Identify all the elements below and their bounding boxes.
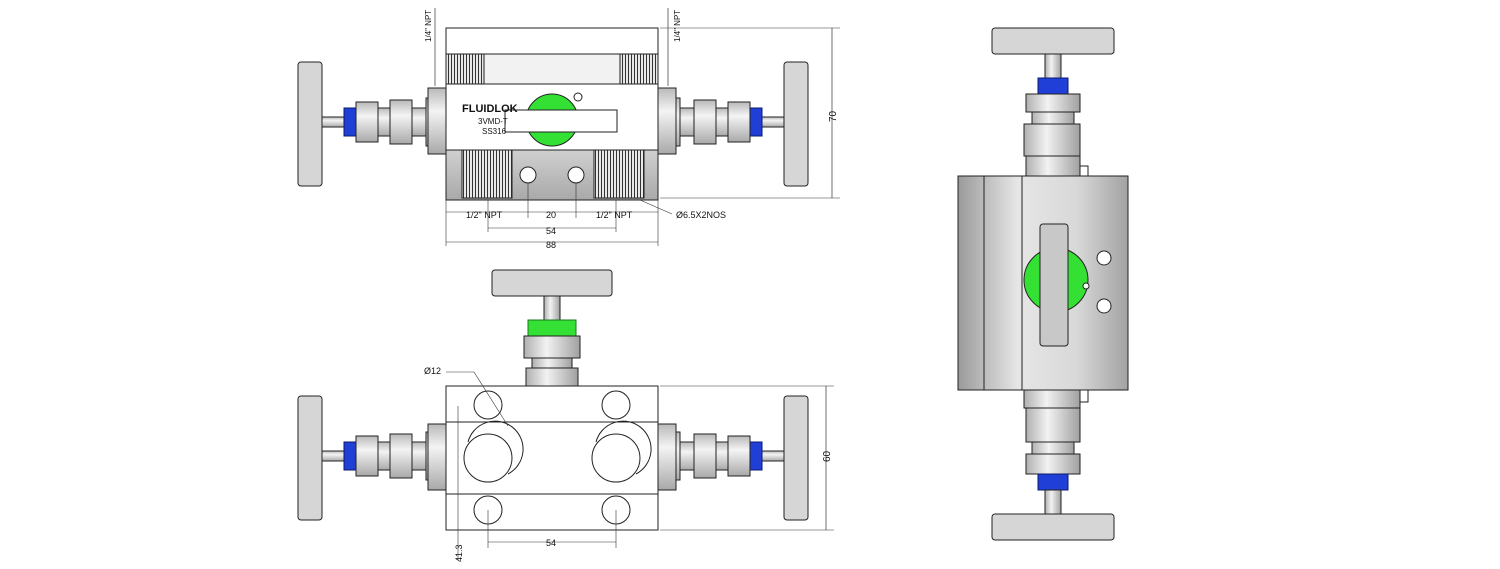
top-handwheel-icon xyxy=(491,269,613,297)
top-view: Ø12 60 54 41.3 xyxy=(297,269,834,562)
dim-top-port-right: 1/4" NPT xyxy=(673,10,682,42)
right-handwheel-icon xyxy=(659,61,809,187)
side-bottom-handwheel-icon xyxy=(991,513,1115,541)
center-handle-bar xyxy=(504,109,618,133)
side-view xyxy=(957,27,1129,541)
side-top-handwheel-icon xyxy=(991,27,1115,55)
brand-label: FLUIDLOK xyxy=(462,103,518,115)
model-label: 3VMD-T xyxy=(478,117,508,126)
left-handwheel-top-view-icon xyxy=(297,395,447,521)
dim-offset: 41.3 xyxy=(454,544,464,562)
dim-bottom-port-left: 1/2" NPT xyxy=(466,210,503,220)
top-valve-green xyxy=(527,319,577,337)
side-handle-bar xyxy=(1039,223,1069,347)
dim-bottom-port-right: 1/2" NPT xyxy=(596,210,633,220)
left-handwheel-icon xyxy=(297,61,447,187)
dim-mounting-holes: Ø6.5X2NOS xyxy=(676,210,726,220)
side-top-blue-nut xyxy=(1037,77,1069,95)
mount-hole-left xyxy=(519,166,537,184)
front-view: FLUIDLOK 3VMD-T SS316 1/4" NPT 1/4" NPT … xyxy=(297,8,840,250)
right-handwheel-top-view-icon xyxy=(659,395,809,521)
dim-depth: 60 xyxy=(822,450,833,462)
port-left xyxy=(463,433,513,483)
dim-top-port-left: 1/4" NPT xyxy=(424,10,433,42)
dim-overall-width: 88 xyxy=(546,240,556,250)
dim-hole-diameter: Ø12 xyxy=(424,366,441,376)
port-right xyxy=(591,433,641,483)
side-bottom-blue-nut xyxy=(1037,473,1069,491)
dim-port-spacing: 54 xyxy=(546,226,556,236)
dim-hole-spacing: 20 xyxy=(546,210,556,220)
dim-height: 70 xyxy=(828,110,839,122)
front-top-block xyxy=(445,27,659,55)
material-label: SS316 xyxy=(482,127,507,136)
bottom-thread-left xyxy=(461,149,513,199)
dim-port-spacing-top: 54 xyxy=(546,538,556,548)
bolt-hole-tr xyxy=(601,390,631,420)
bottom-thread-right xyxy=(593,149,645,199)
top-thread-right xyxy=(619,53,659,85)
bolt-hole-tl xyxy=(473,390,503,420)
top-thread-left xyxy=(445,53,485,85)
mount-hole-right xyxy=(567,166,585,184)
